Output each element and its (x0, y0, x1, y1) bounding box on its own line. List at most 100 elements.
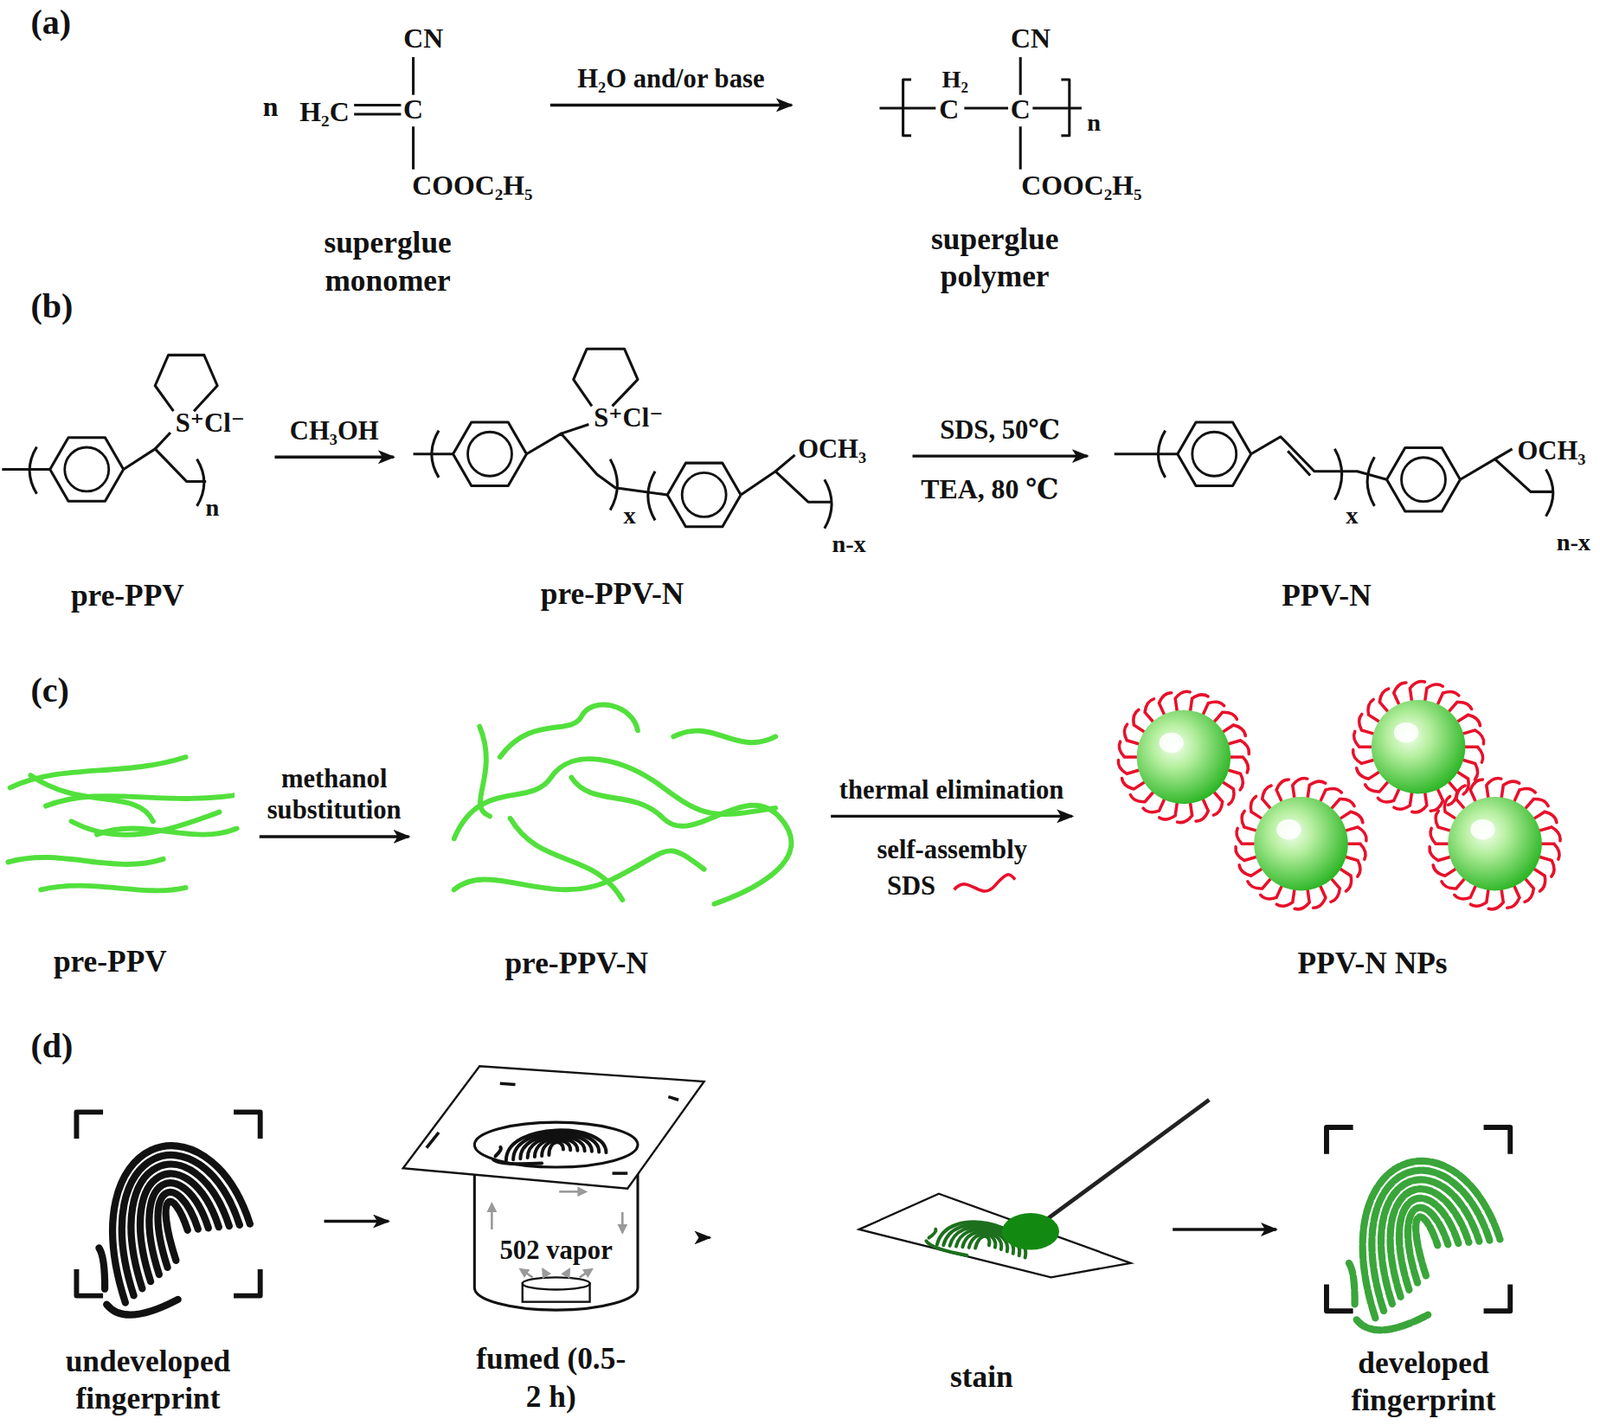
structure-label: OCH₃ (1516, 437, 1586, 465)
fingerprint (1315, 1143, 1517, 1339)
nanoparticle (1371, 700, 1466, 794)
polymer-parenthesis (29, 446, 37, 494)
bond (775, 455, 795, 472)
sds-chain (1247, 879, 1271, 889)
sds-chain (1158, 693, 1171, 715)
bond (1, 468, 50, 471)
reaction-arrow (259, 835, 410, 838)
vapor-arrow (621, 1212, 624, 1234)
ridge (929, 1228, 937, 1240)
species-caption: pre-PPV-N (504, 944, 649, 983)
species: pre-PPV-N (413, 704, 828, 996)
aromatic-circle (1401, 457, 1446, 502)
benzene-ring (1177, 422, 1252, 487)
polymer-coil (500, 705, 638, 758)
sds-chain (1118, 759, 1138, 774)
sds-chain (1432, 865, 1456, 876)
paper-mark (668, 1097, 679, 1101)
condition-label: methanol substitution (234, 763, 434, 828)
species: pre-PPV (0, 336, 270, 623)
stain-blob (1002, 1213, 1060, 1250)
aromatic-circle (1192, 431, 1237, 476)
sds-chain (1368, 699, 1379, 721)
polymer-parenthesis (197, 459, 205, 507)
sds-chain (1356, 768, 1380, 779)
polymer-coil (454, 850, 705, 890)
benzene-ring (50, 437, 124, 502)
panel-letter: (c) (30, 673, 69, 708)
polymer-parenthesis (824, 479, 832, 529)
reaction-arrow (274, 456, 393, 459)
sds-chain (1331, 798, 1355, 809)
bond (123, 449, 207, 482)
structure-label: TEA, 80 ℃ (920, 475, 1059, 504)
highlight (1159, 732, 1184, 754)
sds-chain (1223, 725, 1247, 736)
species: pre-PPV-N (398, 326, 909, 623)
fingerprint (493, 1130, 606, 1164)
bond (879, 106, 936, 110)
corner-bracket (233, 1269, 261, 1297)
sds-chain (1195, 799, 1209, 822)
polymer-coil (510, 818, 624, 900)
polymer-coil (673, 731, 776, 744)
sds-chain (1486, 778, 1502, 798)
species-caption: PPV-N (1281, 577, 1371, 615)
polymer-strand (40, 886, 186, 892)
species-caption: undeveloped fingerprint (35, 1342, 260, 1418)
bond (413, 452, 454, 456)
corner-bracket (1326, 1127, 1354, 1155)
structure-label: n (1086, 109, 1101, 135)
structure-label: x (1345, 502, 1358, 527)
reaction-arrow (708, 1236, 711, 1240)
structure-label: S⁺Cl⁻ (593, 404, 663, 432)
polymer-strand (96, 828, 238, 836)
sds-chain (1223, 782, 1234, 804)
structure-label: self-assembly (876, 836, 1028, 864)
structure-label: n-x (1556, 530, 1591, 555)
benzene-ring (667, 462, 741, 527)
sds-chain (1330, 879, 1340, 902)
sds-chain (1444, 796, 1455, 818)
reaction-arrow (550, 103, 792, 107)
sds-chain (1540, 827, 1561, 842)
sds-chain (1213, 792, 1222, 816)
paper (403, 1066, 705, 1189)
paper-mark (426, 1132, 439, 1149)
structure-label: CN (1010, 25, 1051, 53)
species: superglue monomer (260, 20, 547, 296)
aromatic-circle (681, 472, 727, 517)
aromatic-circle (468, 431, 513, 476)
polymer-bracket (903, 79, 912, 136)
vapor-arrow (520, 1269, 533, 1278)
structure-label: H₂C (299, 98, 349, 127)
reaction-arrow (830, 815, 1073, 818)
reaction-arrow (1172, 1227, 1277, 1231)
bond (526, 433, 668, 495)
vapor-arrow (490, 1203, 494, 1229)
sds-chain (1524, 879, 1534, 902)
species-caption: pre-PPV-N (540, 575, 685, 613)
corner-bracket (1484, 1285, 1511, 1312)
polymer-strand (7, 857, 163, 865)
species-caption: developed fingerprint (1321, 1344, 1526, 1420)
vapor-arrow (579, 1269, 592, 1278)
sds-chain (1534, 811, 1557, 823)
panel-letter: (b) (30, 289, 73, 324)
polymer-parenthesis (1546, 469, 1554, 516)
paper-mark (612, 1171, 629, 1176)
sds-chain (1456, 785, 1466, 809)
sds-chain (1488, 890, 1504, 910)
glue-dish-top (522, 1277, 591, 1290)
ridge (493, 1159, 542, 1164)
sds-chain (1340, 869, 1351, 892)
highlight (1276, 819, 1301, 841)
sds-chain (1122, 778, 1145, 790)
structure-label: C (938, 96, 959, 124)
double-bond (1287, 450, 1311, 476)
species-caption: superglue monomer (285, 224, 490, 299)
bond (1032, 106, 1082, 110)
condition-label: CH₃OH (287, 415, 382, 448)
reaction-arrow (324, 1220, 389, 1223)
polymer-parenthesis (1157, 430, 1165, 478)
